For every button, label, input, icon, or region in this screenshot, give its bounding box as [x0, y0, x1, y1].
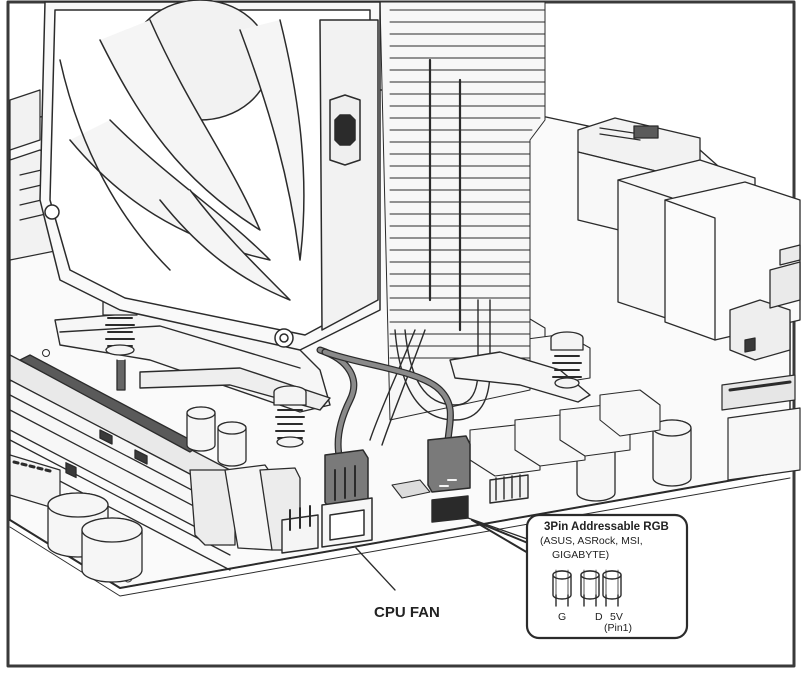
expansion-slot	[721, 374, 801, 481]
argb-brands-line1: (ASUS, ASRock, MSI,	[540, 535, 643, 547]
cpu-fan-leader-line	[355, 547, 396, 591]
cpu-heatsink	[379, 1, 546, 421]
argb-pin-diagram	[552, 569, 622, 607]
argb-title: 3Pin Addressable RGB	[544, 521, 669, 533]
pin-label-g: G	[558, 611, 566, 623]
cpu-cooler-fan	[39, 0, 381, 351]
argb-callout-text: 3Pin Addressable RGB (ASUS, ASRock, MSI,…	[540, 521, 669, 634]
cpu-fan-label: CPU FAN	[374, 604, 440, 621]
pin1-note: (Pin1)	[604, 622, 632, 634]
mounting-hole	[42, 349, 50, 357]
pin-label-5v: 5V	[610, 611, 623, 623]
cpu-fan-connector	[321, 449, 373, 548]
rear-io-ports	[577, 117, 801, 361]
argb-connector	[427, 435, 471, 493]
pin-label-d: D	[595, 611, 603, 623]
header-pins	[281, 474, 529, 554]
chip	[391, 479, 431, 499]
ram-slots	[9, 354, 301, 571]
power-connector	[9, 454, 61, 511]
fan-cables	[316, 346, 454, 464]
argb-brands-line2: GIGABYTE)	[552, 549, 609, 561]
